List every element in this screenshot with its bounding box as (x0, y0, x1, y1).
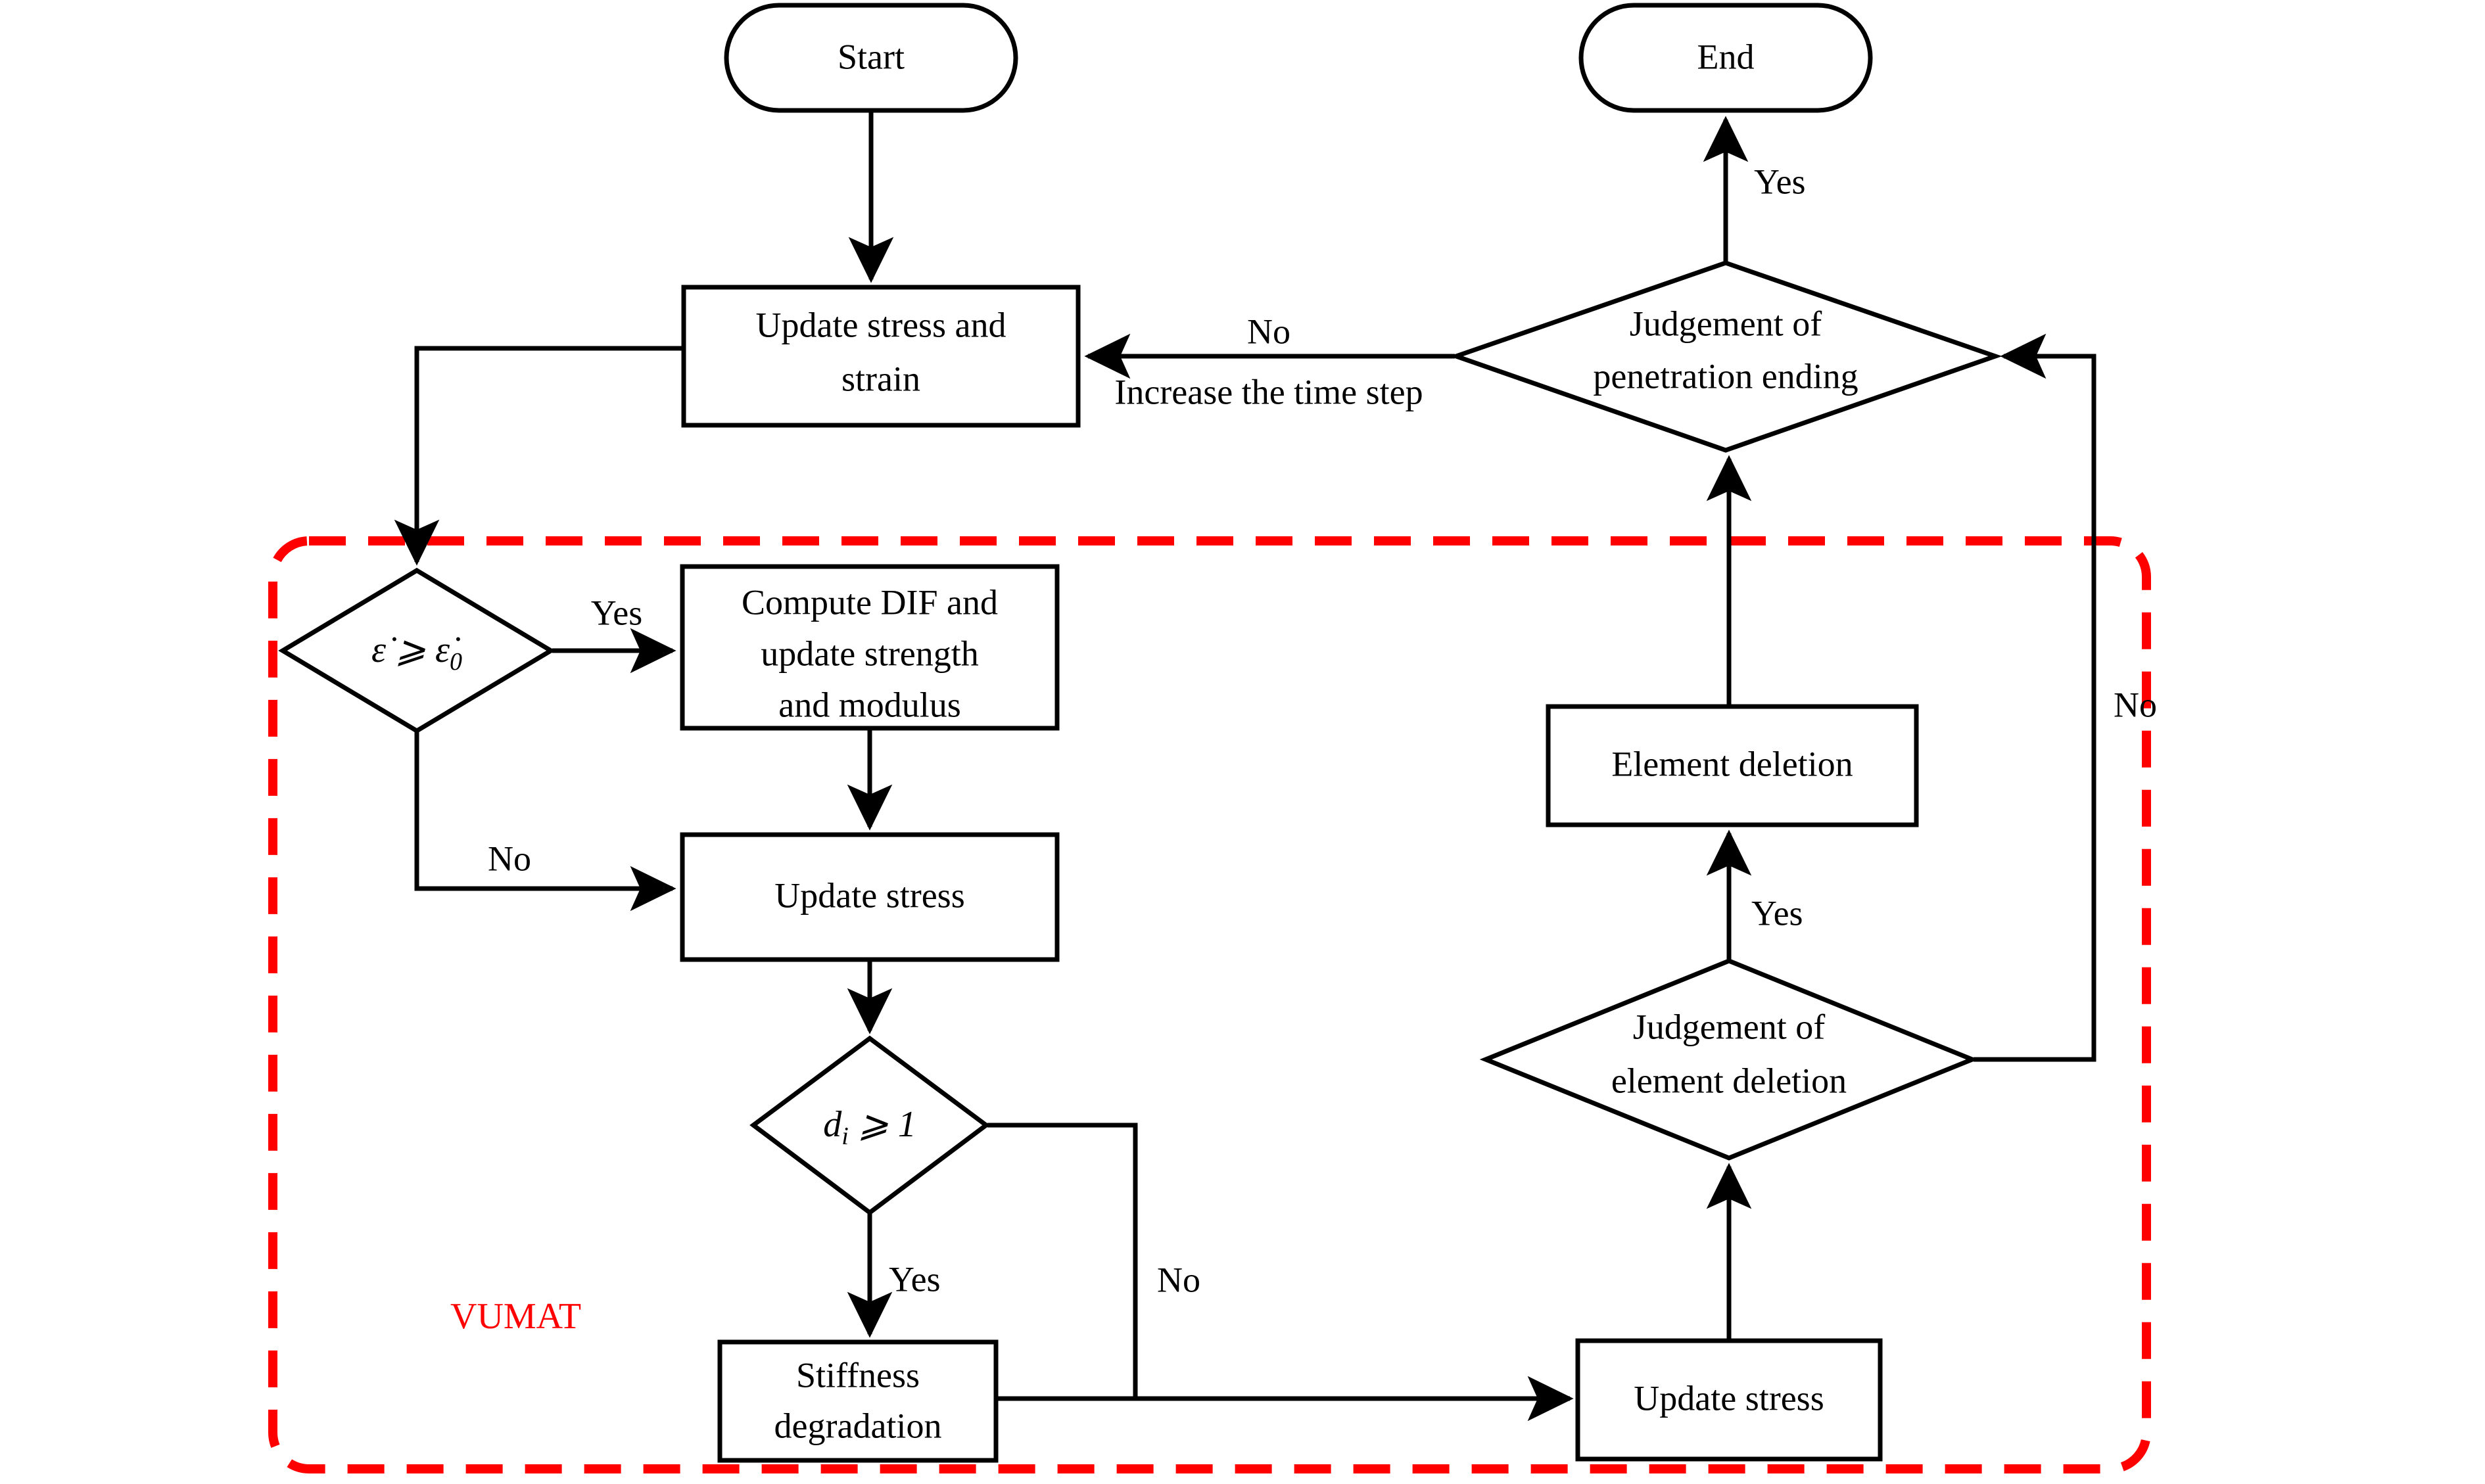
node-stiffness-degradation-label-line2: degradation (774, 1406, 942, 1445)
node-compute-dif-label-line2: update strength (761, 634, 978, 673)
node-compute-dif-label-line1: Compute DIF and (742, 582, 998, 622)
edge-label-penetration-no: No (1247, 312, 1290, 351)
node-damage-check[interactable] (749, 1035, 990, 1216)
node-update-stress-and-strain-label-line1: Update stress and (756, 305, 1006, 344)
edge-label-strain-rate-yes: Yes (591, 593, 643, 632)
node-stiffness-degradation-label-line1: Stiffness (796, 1355, 920, 1395)
node-update-stress-and-strain-label-line2: strain (841, 359, 920, 398)
node-strain-rate-check[interactable] (278, 567, 556, 734)
edge-update-stress-strain-to-strain-rate (394, 346, 684, 566)
node-element-deletion[interactable] (1546, 704, 1919, 827)
edge-label-increase-time-step: Increase the time step (1114, 372, 1423, 411)
edge-label-penetration-yes: Yes (1754, 162, 1806, 201)
vumat-region-border (268, 536, 2151, 1473)
edge-strain-rate-no-to-update-stress (414, 732, 676, 912)
edge-element-deletion-no-branch (1974, 333, 2096, 1062)
edge-label-strain-rate-no: No (488, 839, 531, 878)
damage-subscript: i (841, 1123, 849, 1150)
strain-rate-expression: ε̇ ⩾ ε̇ (371, 630, 460, 670)
node-compute-dif-label-line3: and modulus (778, 685, 961, 724)
node-element-deletion-label: Element deletion (1611, 744, 1853, 783)
edge-label-element-deletion-yes: Yes (1751, 893, 1803, 933)
node-update-stress-right-label: Update stress (1634, 1378, 1824, 1418)
edge-label-damage-yes: Yes (889, 1259, 941, 1299)
node-start-label: Start (838, 37, 905, 76)
node-update-stress-right[interactable] (1575, 1338, 1883, 1462)
node-update-stress-and-strain[interactable] (681, 285, 1081, 428)
node-stiffness-degradation[interactable] (717, 1339, 999, 1463)
node-end[interactable] (1578, 3, 1873, 113)
edge-label-element-deletion-no: No (2114, 685, 2157, 724)
strain-rate-subscript: 0 (450, 648, 462, 676)
node-judgement-penetration-ending[interactable] (1449, 260, 2002, 453)
node-damage-check-label: di ⩾ 1 (823, 1104, 916, 1150)
node-judgement-element-deletion-label-line2: element deletion (1611, 1061, 1847, 1100)
node-compute-dif[interactable] (680, 564, 1060, 731)
node-update-stress-left-label: Update stress (774, 875, 964, 915)
node-judgement-penetration-ending-label-line2: penetration ending (1593, 356, 1858, 396)
edge-label-damage-no: No (1157, 1260, 1200, 1299)
node-judgement-penetration-ending-label-line1: Judgement of (1630, 304, 1822, 343)
damage-comparison: ⩾ 1 (849, 1104, 916, 1145)
edge-damage-no-branch (987, 1123, 1138, 1399)
node-end-label: End (1697, 37, 1755, 76)
vumat-region-label: VUMAT (450, 1296, 581, 1337)
node-start[interactable] (724, 3, 1018, 113)
node-judgement-element-deletion-label-line1: Judgement of (1633, 1007, 1825, 1046)
damage-variable: d (823, 1104, 842, 1145)
node-strain-rate-check-label: ε̇ ⩾ ε̇0 (371, 630, 462, 676)
node-update-stress-left[interactable] (680, 832, 1060, 962)
node-judgement-element-deletion[interactable] (1479, 958, 1979, 1161)
